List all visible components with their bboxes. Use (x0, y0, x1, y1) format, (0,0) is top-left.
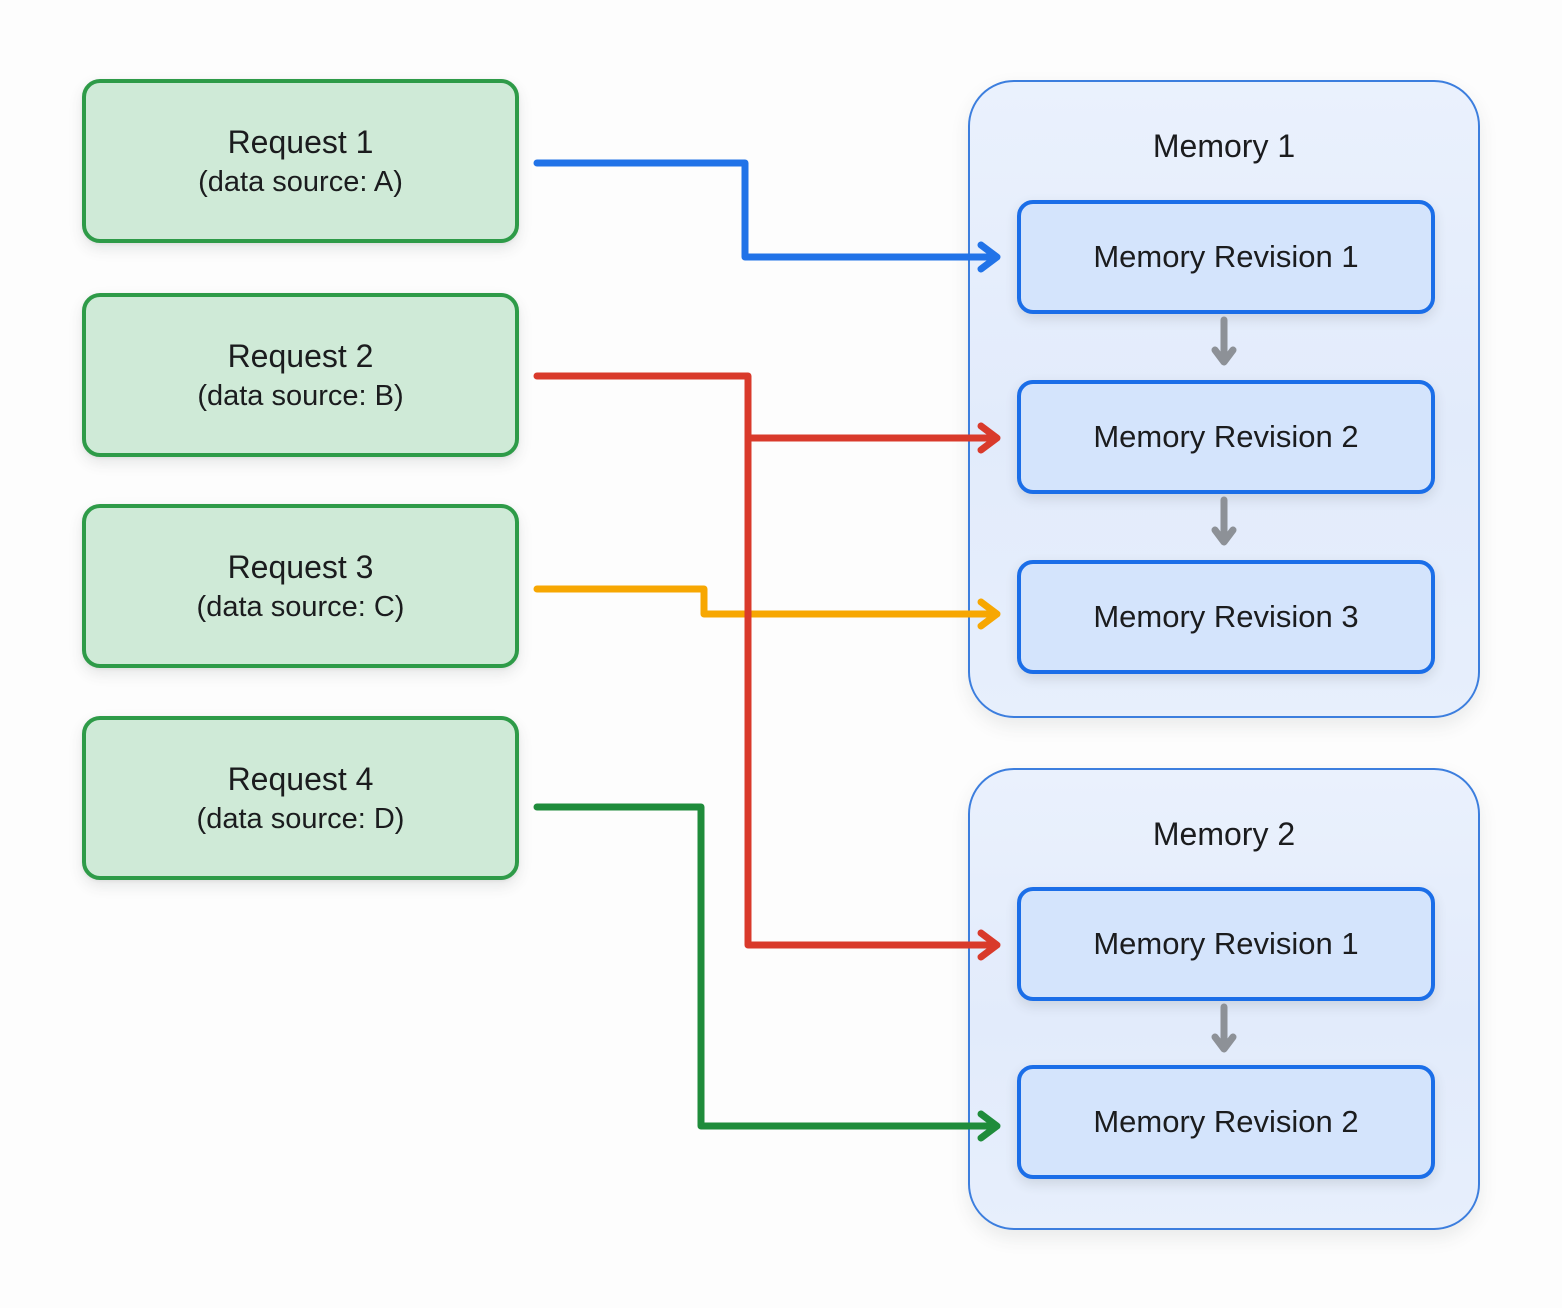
request-4-subtitle: (data source: D) (196, 802, 405, 835)
request-1-subtitle: (data source: A) (198, 165, 403, 198)
memory-1-revision-3: Memory Revision 3 (1017, 560, 1435, 674)
arrow-request1-to-memory1-rev1 (533, 159, 1001, 273)
request-2-subtitle: (data source: B) (197, 379, 404, 412)
arrow-request3-to-memory1-rev3 (533, 585, 1001, 630)
memory-2-revision-1: Memory Revision 1 (1017, 887, 1435, 1001)
request-1-box: Request 1 (data source: A) (82, 79, 519, 243)
memory-2-title: Memory 2 (1152, 816, 1296, 852)
arrow-request2-to-memory2-rev1 (533, 372, 1001, 961)
request-3-subtitle: (data source: C) (196, 590, 405, 623)
memory-2-container: Memory 2 Memory Revision 1 Memory Revisi… (968, 768, 1480, 1230)
request-1-title: Request 1 (227, 123, 374, 160)
request-2-box: Request 2 (data source: B) (82, 293, 519, 457)
memory-1-revision-2: Memory Revision 2 (1017, 380, 1435, 494)
request-3-box: Request 3 (data source: C) (82, 504, 519, 668)
request-2-title: Request 2 (227, 337, 374, 374)
memory-1-container: Memory 1 Memory Revision 1 Memory Revisi… (968, 80, 1480, 718)
memory-2-revision-2: Memory Revision 2 (1017, 1065, 1435, 1179)
memory-1-title: Memory 1 (1152, 128, 1296, 164)
request-4-title: Request 4 (227, 760, 374, 797)
memory-1-revision-1: Memory Revision 1 (1017, 200, 1435, 314)
arrow-request4-to-memory2-rev2 (533, 803, 1001, 1142)
request-3-title: Request 3 (227, 548, 374, 585)
request-4-box: Request 4 (data source: D) (82, 716, 519, 880)
